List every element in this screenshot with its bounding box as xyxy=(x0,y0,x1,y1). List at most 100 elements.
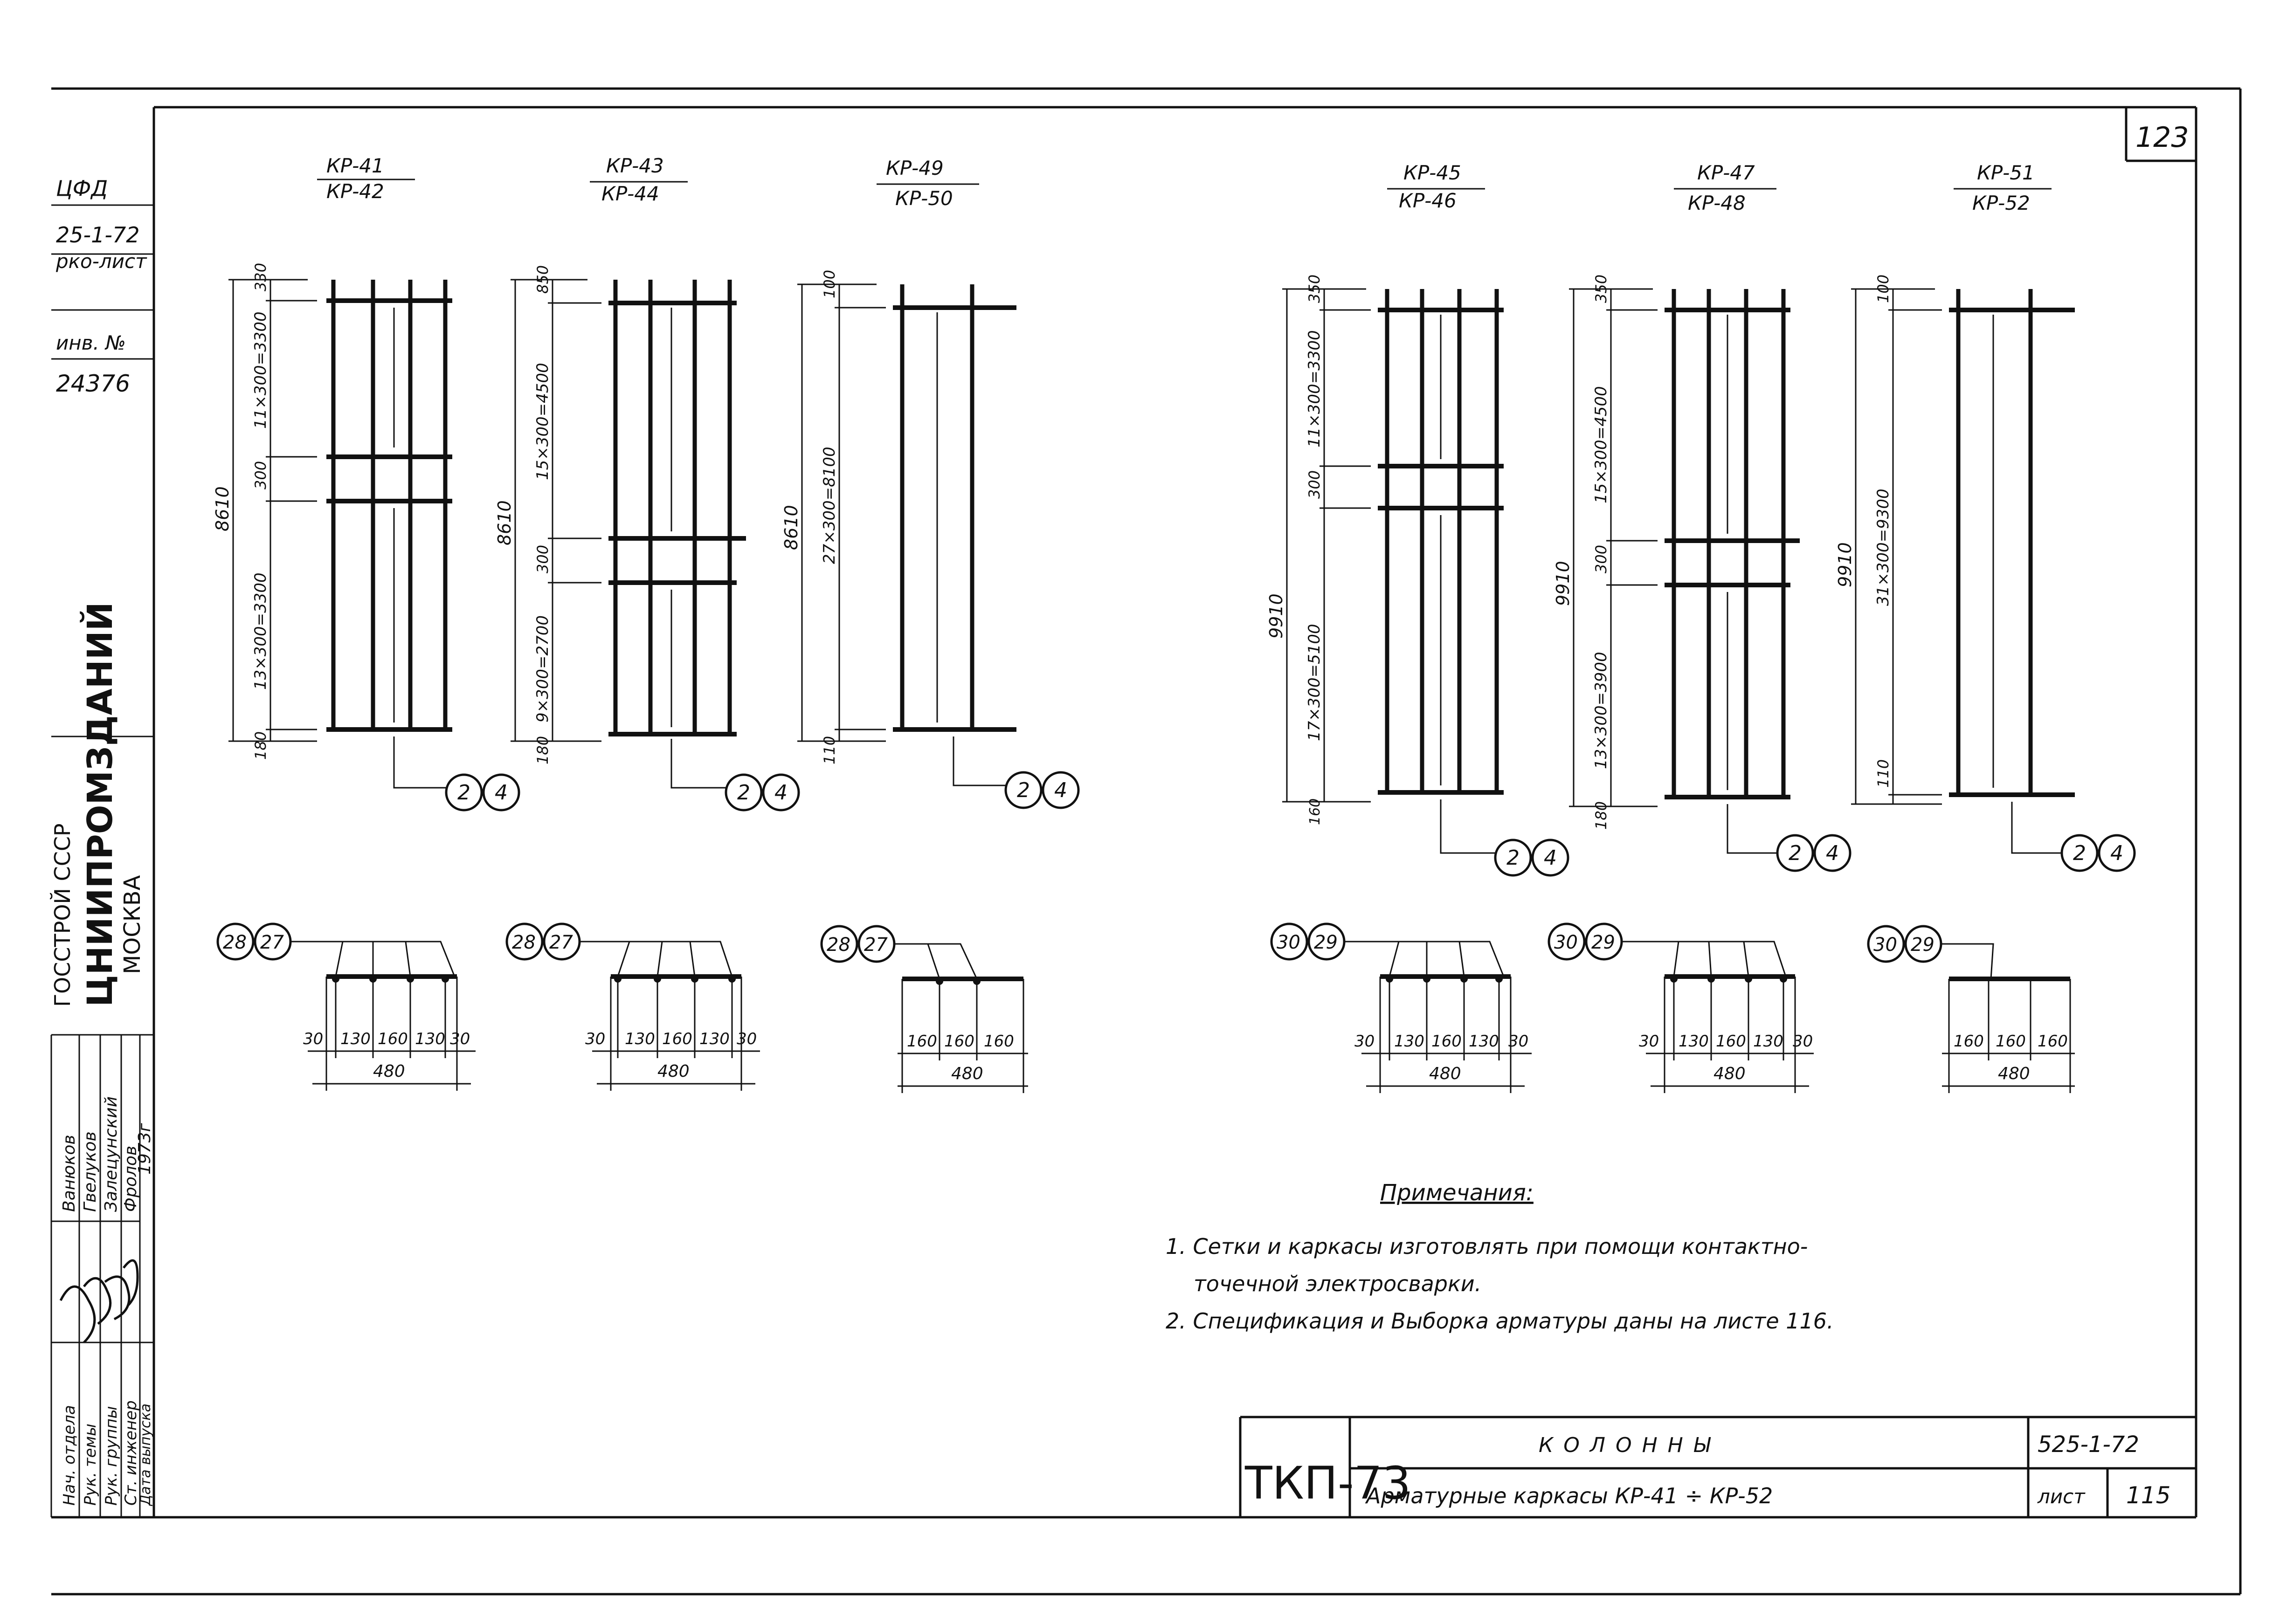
frame-a-circle2: 4 xyxy=(495,781,508,805)
frame-e-zone1: 15×300=4500 xyxy=(1592,386,1610,503)
frame-e-circle2: 4 xyxy=(1826,841,1839,865)
title-stamp: ТКП-73 xyxy=(1244,1457,1411,1509)
section-2-dim-5: 30 xyxy=(737,1030,757,1048)
corner-number-box: 123 xyxy=(2125,107,2196,162)
name-2: Гвелуков xyxy=(81,1131,100,1212)
frame-c-circle2: 4 xyxy=(1054,778,1067,802)
frame-b-seg-bot: 180 xyxy=(534,736,552,764)
left-margin: ЦФД 25-1-72 рко-лист инв. № 24376 ГОССТР… xyxy=(50,176,154,1517)
margin-field-5: 24376 xyxy=(56,370,130,397)
section-5-circle2: 29 xyxy=(1591,932,1615,953)
section-2-dim-1: 30 xyxy=(585,1030,605,1048)
section-1-circle1: 28 xyxy=(223,932,247,953)
title-series: 525-1-72 xyxy=(2038,1431,2139,1458)
frame-c-circle1: 2 xyxy=(1017,778,1030,802)
title-sheet-label: лист xyxy=(2037,1485,2086,1508)
frame-d-total: 9910 xyxy=(1266,593,1286,639)
title-sheet-number: 115 xyxy=(2126,1482,2170,1509)
section-3-circle2: 27 xyxy=(864,934,888,956)
frame-c-seg-top: 100 xyxy=(821,270,838,298)
section-4-dim-1: 30 xyxy=(1354,1032,1375,1051)
frame-f-seg-top: 100 xyxy=(1874,275,1892,303)
frame-a-top-label: КР-41 xyxy=(326,154,384,177)
title-main: КОЛОННЫ xyxy=(1539,1433,1720,1457)
frame-a-mid: 300 xyxy=(252,461,269,489)
section-3-total: 480 xyxy=(951,1064,983,1083)
frame-f-bottom-label: КР-52 xyxy=(1972,192,2030,214)
note-1-line-1: 1. Сетки и каркасы изготовлять при помощ… xyxy=(1166,1234,1808,1259)
frame-c-top-label: КР-49 xyxy=(886,157,944,179)
frame-c-zone1: 27×300=8100 xyxy=(820,447,839,564)
frame-b-zone1: 15×300=4500 xyxy=(533,363,552,480)
section-4: 30 29 30 130 160 130 30 480 xyxy=(1270,922,1532,1093)
frame-d-zone2: 17×300=5100 xyxy=(1305,624,1324,741)
frame-e-mid: 300 xyxy=(1592,545,1610,573)
section-3-dim-2: 160 xyxy=(944,1032,974,1051)
margin-field-4: инв. № xyxy=(56,331,126,354)
section-6-dim-1: 160 xyxy=(1954,1032,1984,1051)
notes: Примечания: 1. Сетки и каркасы изготовля… xyxy=(1166,1180,1834,1334)
org-line1: ГОССТРОЙ СССР xyxy=(50,823,75,1007)
margin-field-3: рко-лист xyxy=(55,250,147,273)
margin-field-1: ЦФД xyxy=(56,176,108,201)
section-6: 30 29 160 160 160 480 xyxy=(1867,925,2075,1093)
frame-e-circle1: 2 xyxy=(1789,841,1802,865)
section-2-dim-3: 160 xyxy=(662,1030,692,1048)
section-2-total: 480 xyxy=(657,1062,690,1081)
corner-number: 123 xyxy=(2135,121,2189,154)
section-5-circle1: 30 xyxy=(1554,932,1578,953)
frame-d-zone1: 11×300=3300 xyxy=(1305,330,1324,447)
section-1-dim-4: 130 xyxy=(415,1030,445,1048)
section-4-dim-5: 30 xyxy=(1508,1032,1528,1051)
frame-kr43: КР-43 КР-44 8610 850 15×300=4500 300 9×3… xyxy=(494,154,800,812)
section-1-circle2: 27 xyxy=(260,932,284,953)
frame-e-bottom-label: КР-48 xyxy=(1688,192,1746,214)
section-1-dim-2: 130 xyxy=(340,1030,371,1048)
section-2-dim-2: 130 xyxy=(625,1030,655,1048)
name-5: 1973г xyxy=(135,1122,154,1175)
section-4-dim-3: 160 xyxy=(1431,1032,1462,1051)
frame-b-circle2: 4 xyxy=(774,781,788,805)
section-6-dim-2: 160 xyxy=(1996,1032,2026,1051)
frame-b-bottom-label: КР-44 xyxy=(601,182,659,205)
name-3: Залецунский xyxy=(102,1096,121,1212)
section-4-dim-4: 130 xyxy=(1469,1032,1499,1051)
section-2: 28 27 30 130 160 130 30 480 xyxy=(505,922,760,1091)
frame-e-seg-top: 350 xyxy=(1592,275,1610,303)
section-5-dim-1: 30 xyxy=(1639,1032,1659,1051)
title-block: ТКП-73 КОЛОННЫ Арматурные каркасы КР-41 … xyxy=(1239,1416,2196,1517)
frame-a-seg-bot: 180 xyxy=(252,731,269,760)
frame-b-mid: 300 xyxy=(534,545,552,573)
section-1-dim-5: 30 xyxy=(450,1030,470,1048)
section-3-dim-1: 160 xyxy=(907,1032,937,1051)
section-5: 30 29 30 130 160 130 30 480 xyxy=(1548,922,1814,1093)
name-1: Ванюков xyxy=(60,1135,79,1212)
frame-f-total: 9910 xyxy=(1835,542,1855,587)
frame-kr47: КР-47 КР-48 9910 350 15×300=4500 300 13×… xyxy=(1553,161,1852,872)
section-1-dim-1: 30 xyxy=(303,1030,323,1048)
section-2-circle2: 27 xyxy=(549,932,573,953)
signature-2 xyxy=(83,1277,112,1325)
role-2: Рук. темы xyxy=(81,1424,100,1506)
frame-b-seg-top: 850 xyxy=(534,265,552,294)
frame-d-top-label: КР-45 xyxy=(1403,161,1461,184)
section-3-circle1: 28 xyxy=(827,934,850,956)
section-5-dim-2: 130 xyxy=(1679,1032,1709,1051)
frame-d-mid: 300 xyxy=(1306,470,1323,499)
note-2: 2. Спецификация и Выборка арматуры даны … xyxy=(1166,1308,1834,1334)
section-1-total: 480 xyxy=(373,1062,405,1081)
section-6-circle1: 30 xyxy=(1873,934,1897,956)
frame-b-circle1: 2 xyxy=(737,781,750,805)
frame-kr51: КР-51 КР-52 9910 100 31×300=9300 110 2 4 xyxy=(1835,161,2136,872)
section-5-total: 480 xyxy=(1713,1064,1746,1083)
notes-heading: Примечания: xyxy=(1380,1180,1534,1206)
org-name: ЦНИИПРОМЗДАНИЙ xyxy=(79,602,120,1007)
role-5: Дата выпуска xyxy=(138,1404,154,1507)
frame-a-zone1: 11×300=3300 xyxy=(251,311,270,429)
name-4: Фролов xyxy=(121,1146,140,1212)
role-3: Рук. группы xyxy=(102,1406,121,1506)
role-1: Нач. отдела xyxy=(60,1405,79,1506)
margin-field-2: 25-1-72 xyxy=(56,222,140,248)
section-3-dim-3: 160 xyxy=(984,1032,1014,1051)
